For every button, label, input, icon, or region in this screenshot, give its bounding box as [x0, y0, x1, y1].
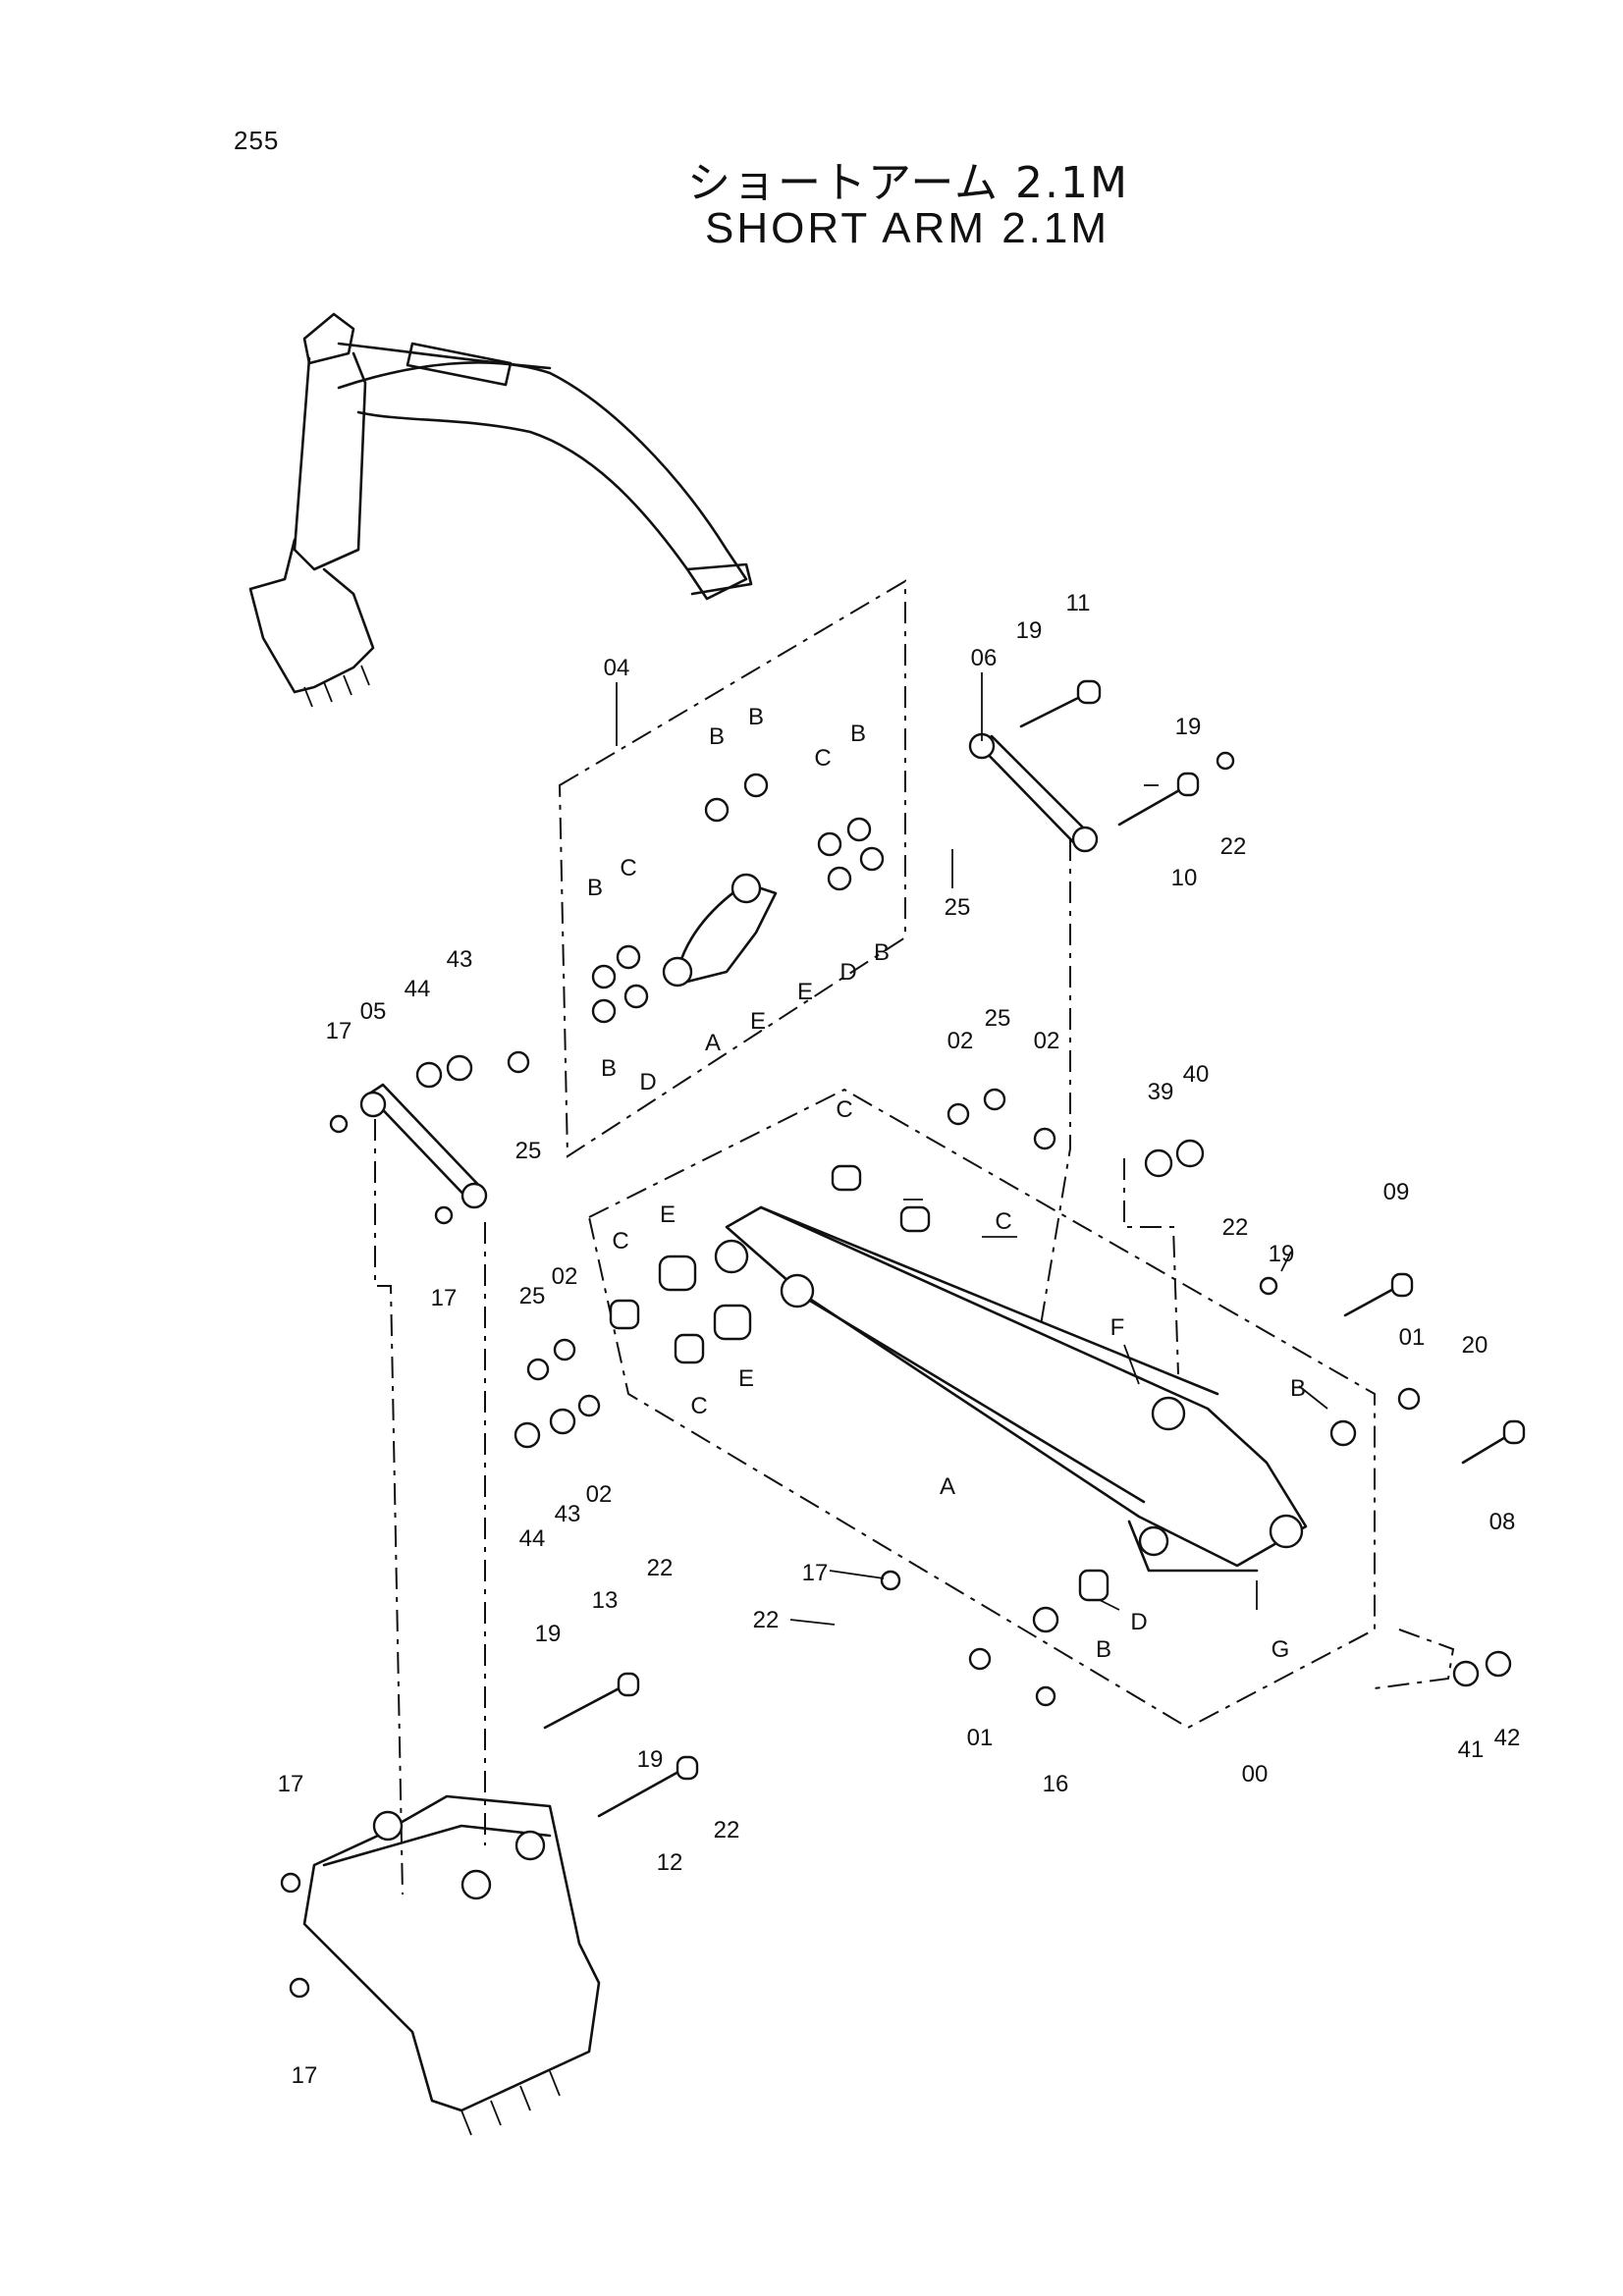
callout: 02	[552, 1263, 578, 1290]
callout: 06	[971, 645, 998, 671]
callout: 11	[1066, 590, 1091, 616]
callout: 25	[515, 1138, 542, 1164]
callout: B	[587, 875, 603, 901]
callout: 22	[714, 1817, 740, 1843]
callout: B	[601, 1055, 617, 1082]
callout: A	[940, 1473, 955, 1500]
excavator-overview-illustration	[248, 312, 753, 708]
callout: 44	[405, 976, 431, 1002]
callout: E	[797, 979, 813, 1005]
callout: 25	[985, 1005, 1011, 1032]
callout: 22	[647, 1555, 674, 1581]
callout: 43	[555, 1501, 581, 1527]
page-number: 255	[234, 126, 280, 155]
short-arm-body	[714, 1205, 1308, 1573]
callout: G	[1271, 1636, 1290, 1663]
callout: C	[620, 855, 636, 881]
callout: 17	[278, 1771, 304, 1797]
callout: 20	[1462, 1332, 1488, 1359]
link-06	[978, 734, 1092, 851]
callout: D	[639, 1069, 656, 1095]
callout: 10	[1171, 865, 1198, 891]
callout: B	[874, 939, 890, 966]
callout: E	[750, 1008, 766, 1035]
callout: 22	[1222, 1214, 1249, 1241]
callout: 00	[1242, 1761, 1269, 1788]
small-parts	[280, 751, 1512, 1999]
callout: C	[995, 1208, 1011, 1235]
callout: 05	[360, 998, 387, 1025]
callout: 44	[519, 1525, 546, 1552]
callout: 01	[1399, 1324, 1426, 1351]
callout: C	[612, 1228, 628, 1255]
bell-crank	[676, 881, 778, 984]
callout: 43	[447, 946, 473, 973]
callout: 41	[1458, 1736, 1485, 1763]
callout: 25	[945, 894, 971, 921]
callout: 40	[1183, 1061, 1210, 1088]
callout: 13	[592, 1587, 619, 1614]
callout: D	[839, 959, 856, 986]
callout: 17	[292, 2062, 318, 2089]
group-box-00	[587, 1088, 1376, 1730]
pins	[543, 679, 1526, 1818]
callout: 09	[1383, 1179, 1410, 1205]
callout: 02	[586, 1481, 613, 1508]
callout: 25	[519, 1283, 546, 1309]
callout: 39	[1148, 1079, 1174, 1105]
callout: F	[1110, 1314, 1125, 1341]
bucket-illustration	[302, 1794, 601, 2136]
title-japanese: ショートアーム 2.1M	[687, 158, 1129, 208]
callout: 17	[326, 1018, 352, 1044]
title-english: SHORT ARM 2.1M	[705, 204, 1110, 252]
callout: 16	[1043, 1771, 1069, 1797]
callout: 08	[1489, 1509, 1516, 1535]
callout: B	[709, 723, 725, 750]
callout: 04	[604, 655, 630, 681]
callout: 02	[1034, 1028, 1060, 1054]
callout: C	[814, 745, 831, 772]
callout-labels: 04 06 11 19 19 22 10 25 B B B C B C D B …	[278, 590, 1521, 2089]
callout: 42	[1494, 1725, 1521, 1751]
callout: B	[748, 704, 764, 730]
group-box-04	[558, 579, 906, 1158]
callout: 19	[637, 1746, 664, 1773]
callout: C	[690, 1393, 707, 1419]
callout: 22	[753, 1607, 780, 1633]
callout: B	[1096, 1636, 1111, 1663]
callout: 17	[802, 1560, 829, 1586]
leader-lines	[616, 672, 1328, 1626]
callout: 19	[1016, 617, 1043, 644]
callout: D	[1130, 1609, 1147, 1635]
callout: 02	[947, 1028, 974, 1054]
callout: 22	[1220, 833, 1247, 860]
callout: B	[1290, 1375, 1306, 1402]
callout: A	[705, 1030, 721, 1056]
callout: C	[836, 1096, 852, 1123]
callout: 19	[1175, 714, 1202, 740]
callout: 19	[1269, 1241, 1295, 1267]
callout: 17	[431, 1285, 458, 1311]
callout: E	[660, 1201, 676, 1228]
callout: B	[850, 721, 866, 747]
callout: E	[738, 1365, 754, 1392]
callout: 19	[535, 1621, 562, 1647]
callout: 12	[657, 1849, 683, 1876]
callout: 01	[967, 1725, 994, 1751]
